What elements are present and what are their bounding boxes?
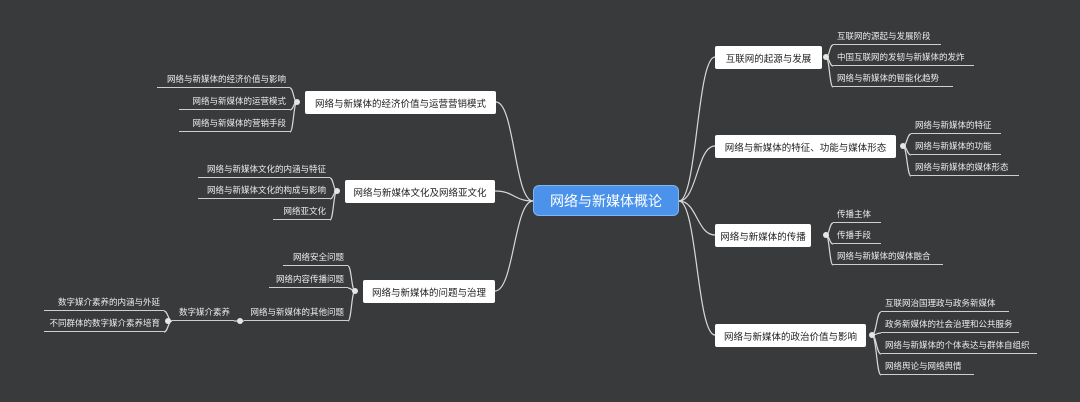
- subtopic[interactable]: 网络与新媒体的智能化趋势: [833, 69, 953, 87]
- connector-line: [678, 145, 716, 202]
- connector-line: [494, 200, 534, 292]
- collapse-toggle-icon[interactable]: [352, 288, 358, 294]
- connector-line: [495, 101, 534, 202]
- topic-culture[interactable]: 网络与新媒体文化及网络亚文化: [345, 180, 495, 203]
- connector-line: [678, 200, 716, 336]
- subtopic[interactable]: 网络与新媒体文化的构成与影响: [198, 181, 330, 199]
- collapse-toggle-icon[interactable]: [823, 232, 829, 238]
- collapse-toggle-icon[interactable]: [237, 318, 243, 324]
- connector-line: [494, 190, 534, 202]
- connector-line: [678, 56, 716, 202]
- subtopic[interactable]: 网络与新媒体的个体表达与群体自组织: [881, 336, 1037, 354]
- subtopic[interactable]: 网络与新媒体文化的内涵与特征: [198, 160, 330, 178]
- topic-internet-origin[interactable]: 互联网的起源与发展: [715, 46, 822, 69]
- topic-economic-value[interactable]: 网络与新媒体的经济价值与运营营销模式: [305, 91, 496, 114]
- subtopic[interactable]: 网络与新媒体的特征: [911, 116, 1001, 134]
- connector-line: [871, 334, 882, 376]
- topic-features-functions[interactable]: 网络与新媒体的特征、功能与媒体形态: [715, 135, 896, 158]
- subtopic[interactable]: 网络与新媒体的经济价值与影响: [157, 70, 290, 88]
- collapse-toggle-icon[interactable]: [334, 188, 340, 194]
- subtopic[interactable]: 政务新媒体的社会治理和公共服务: [881, 315, 1019, 333]
- subtopic[interactable]: 网络与新媒体的运营模式: [179, 92, 290, 110]
- subtopic[interactable]: 传播手段: [833, 226, 881, 244]
- subtopic[interactable]: 网络与新媒体的媒体形态: [911, 158, 1019, 176]
- subtopic[interactable]: 网络与新媒体的媒体融合: [833, 247, 943, 265]
- subtopic[interactable]: 数字媒介素养的内涵与外延: [44, 293, 164, 311]
- connector-line: [678, 200, 716, 236]
- collapse-toggle-icon[interactable]: [869, 332, 875, 338]
- subtopic[interactable]: 互联网的源起与发展阶段: [833, 27, 941, 45]
- connector-line: [163, 320, 173, 333]
- topic-governance[interactable]: 网络与新媒体的问题与治理: [363, 280, 495, 303]
- subtopic[interactable]: 传播主体: [833, 205, 881, 223]
- topic-communication[interactable]: 网络与新媒体的传播: [715, 224, 811, 247]
- subtopic[interactable]: 互联网治国理政与政务新媒体: [881, 294, 1009, 312]
- collapse-toggle-icon[interactable]: [823, 54, 829, 60]
- topic-political-value[interactable]: 网络与新媒体的政治价值与影响: [715, 324, 866, 347]
- collapse-toggle-icon[interactable]: [294, 99, 300, 105]
- subtopic[interactable]: 网络与新媒体的功能: [911, 137, 1001, 155]
- subtopic[interactable]: 网络内容传播问题: [269, 270, 348, 288]
- subtopic[interactable]: 网络与新媒体的营销手段: [179, 114, 290, 132]
- root-topic[interactable]: 网络与新媒体概论: [533, 185, 679, 216]
- subtopic[interactable]: 网络亚文化: [273, 202, 330, 220]
- subtopic[interactable]: 中国互联网的发轫与新媒体的发炸: [833, 48, 974, 66]
- subtopic[interactable]: 不同群体的数字媒介素养培育: [44, 314, 164, 332]
- subtopic-digital-literacy[interactable]: 数字媒介素养: [172, 303, 234, 321]
- subtopic-other-issues[interactable]: 网络与新媒体的其他问题: [244, 303, 348, 321]
- subtopic[interactable]: 网络舆论与网络舆情: [881, 357, 974, 375]
- collapse-toggle-icon[interactable]: [900, 143, 906, 149]
- subtopic[interactable]: 网络安全问题: [283, 248, 348, 266]
- collapse-toggle-icon[interactable]: [165, 318, 171, 324]
- connector-line: [347, 290, 356, 322]
